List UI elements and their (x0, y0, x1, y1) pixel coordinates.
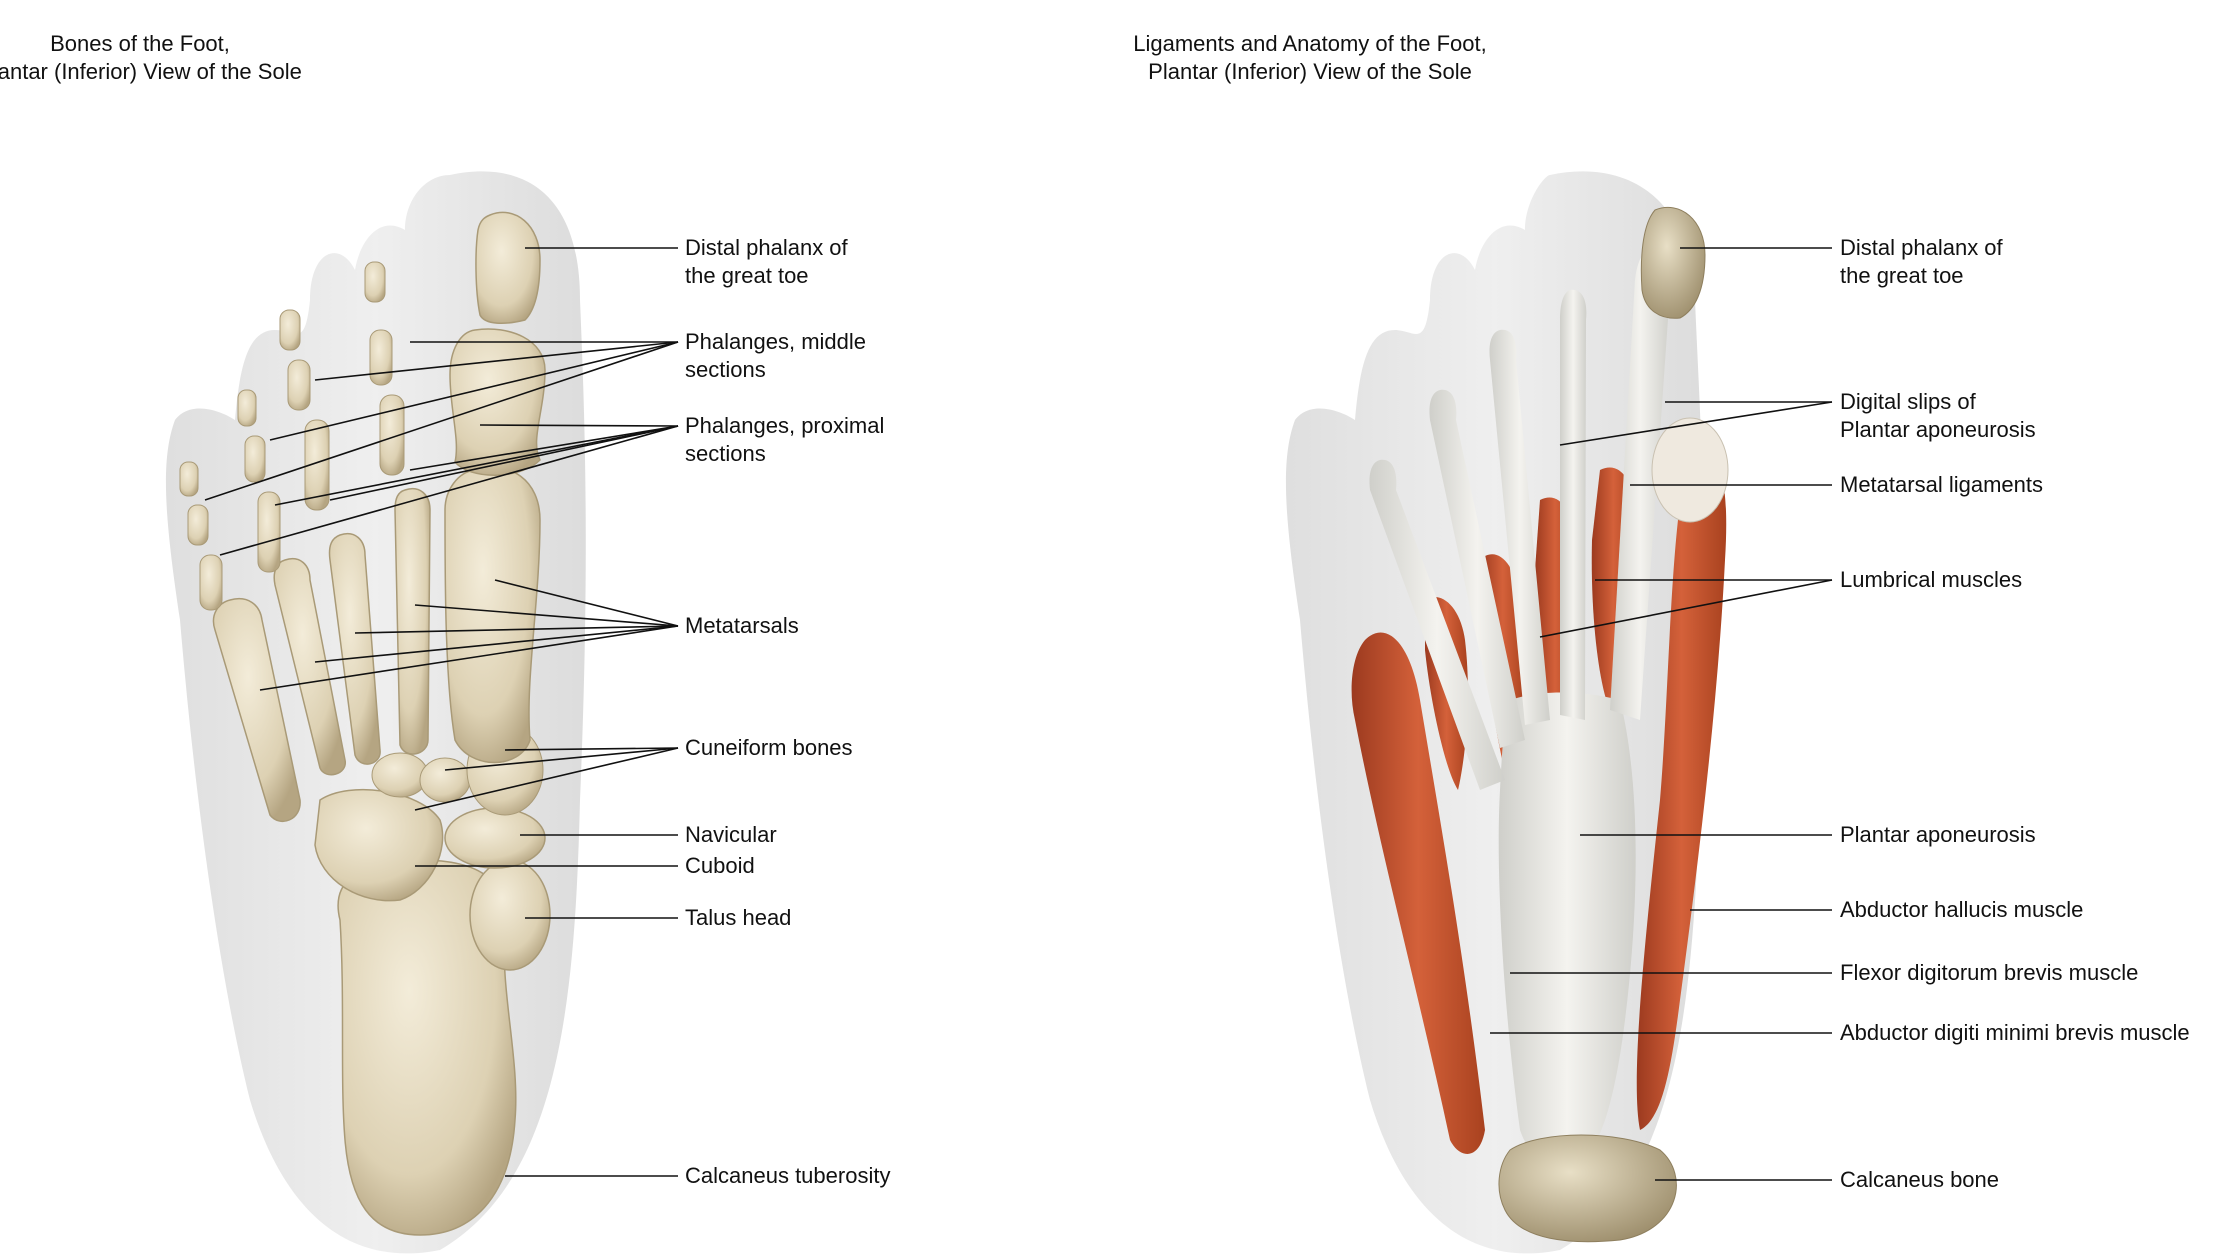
label-abductor-digiti-minimi: Abductor digiti minimi brevis muscle (1840, 1019, 2190, 1047)
label-calcaneus-bone: Calcaneus bone (1840, 1166, 1999, 1194)
label-flexor-digitorum-brevis: Flexor digitorum brevis muscle (1840, 959, 2138, 987)
cuneiform-bone (372, 753, 428, 797)
label-calcaneus-tuberosity: Calcaneus tuberosity (685, 1162, 890, 1190)
label-abductor-hallucis: Abductor hallucis muscle (1840, 896, 2083, 924)
bones-panel: Bones of the Foot, Plantar (Inferior) Vi… (0, 0, 1120, 1260)
label-cuboid: Cuboid (685, 852, 755, 880)
cuneiform-bone (420, 758, 470, 802)
label-plantar-aponeurosis: Plantar aponeurosis (1840, 821, 2036, 849)
metatarsal-bone (395, 489, 430, 754)
calcaneus-bone (1499, 1135, 1676, 1242)
talus-head-bone (470, 860, 550, 970)
ligaments-panel: Ligaments and Anatomy of the Foot, Plant… (1120, 0, 2240, 1260)
label-navicular: Navicular (685, 821, 777, 849)
label-metatarsal-ligaments: Metatarsal ligaments (1840, 471, 2043, 499)
metatarsal-head (1652, 418, 1728, 522)
label-metatarsals: Metatarsals (685, 612, 799, 640)
label-lumbrical-muscles: Lumbrical muscles (1840, 566, 2022, 594)
digital-slip (1560, 290, 1586, 720)
foot-bones-illustration (0, 0, 1120, 1260)
label-talus-head: Talus head (685, 904, 791, 932)
great-toe-distal-phalanx (1641, 207, 1705, 318)
foot-ligaments-illustration (1120, 0, 2240, 1260)
metatarsal-bone (445, 467, 540, 762)
navicular-bone (445, 808, 545, 868)
label-cuneiform-bones: Cuneiform bones (685, 734, 853, 762)
great-toe-distal-phalanx (476, 212, 540, 323)
